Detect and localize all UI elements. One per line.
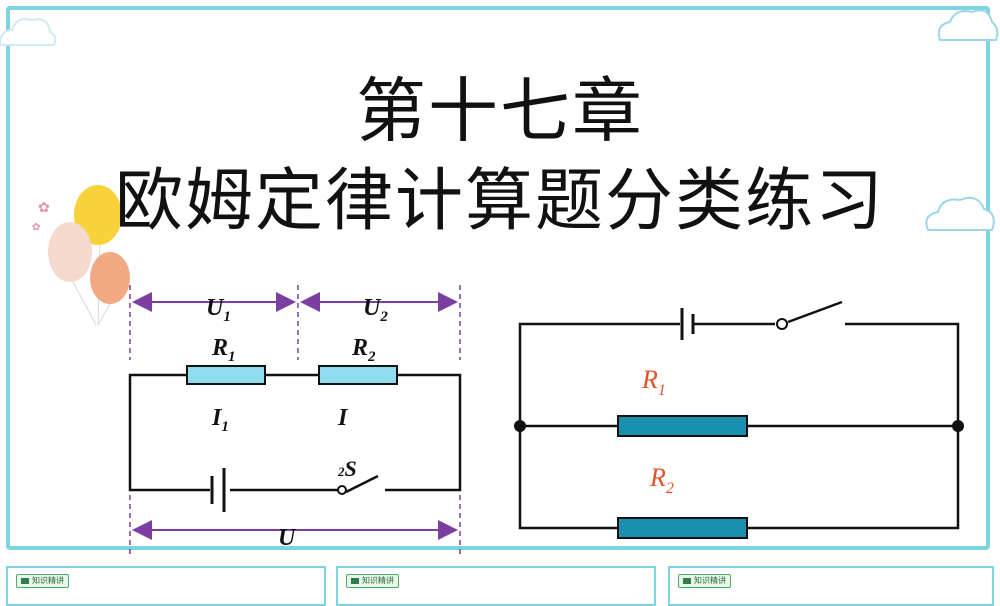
cloud-decoration-top xyxy=(937,9,999,41)
label-u1: U1 xyxy=(206,295,231,325)
switch-contact xyxy=(337,485,347,495)
svg-text:✿: ✿ xyxy=(38,201,50,216)
slide-thumbnail[interactable]: 知识精讲 xyxy=(6,566,326,606)
balloons-decoration: ✿ ✿ xyxy=(32,185,130,326)
voltage-arrows xyxy=(132,292,458,540)
thumbnail-badge: 知识精讲 xyxy=(678,574,731,588)
label-i1: I1 xyxy=(211,405,229,435)
label-u2: U2 xyxy=(363,295,388,325)
parallel-label-r1: R1 xyxy=(641,365,666,399)
parallel-switch-contact xyxy=(776,318,788,330)
parallel-resistor-r2 xyxy=(617,517,748,539)
parallel-battery-symbol xyxy=(680,308,695,340)
slide-frame xyxy=(6,6,990,550)
resistor-r1 xyxy=(186,365,266,385)
label-i: I xyxy=(337,405,349,431)
thumbnail-badge: 知识精讲 xyxy=(16,574,69,588)
cloud-decoration-right xyxy=(925,196,995,231)
cloud-decoration-left xyxy=(0,18,57,46)
label-u: U xyxy=(278,525,297,551)
parallel-label-r2: R2 xyxy=(649,463,674,497)
badge-icon xyxy=(351,577,359,584)
slide-title-chapter: 第十七章 xyxy=(356,70,644,152)
slide-thumbnail-strip: 知识精讲 知识精讲 知识精讲 xyxy=(0,558,1000,606)
thumbnail-badge: 知识精讲 xyxy=(346,574,399,588)
junction-right xyxy=(952,420,964,432)
label-r2: R2 xyxy=(351,335,376,365)
svg-text:✿: ✿ xyxy=(32,222,40,233)
series-circuit-diagram: U1 U2 R1 R2 I1 I 2S U xyxy=(128,285,462,555)
dimension-guides xyxy=(129,285,461,555)
slide-title-topic: 欧姆定律计算题分类练习 xyxy=(114,162,885,241)
parallel-resistor-r1 xyxy=(617,415,748,437)
circuit-wires xyxy=(128,373,462,494)
parallel-circuit-diagram: R1 R2 xyxy=(514,300,964,539)
parallel-wires xyxy=(518,300,960,530)
battery-symbol xyxy=(210,468,226,512)
slide-thumbnail[interactable]: 知识精讲 xyxy=(336,566,656,606)
badge-icon xyxy=(683,577,691,584)
junction-left xyxy=(514,420,526,432)
badge-icon xyxy=(21,577,29,584)
slide-thumbnail[interactable]: 知识精讲 xyxy=(668,566,994,606)
resistor-r2 xyxy=(318,365,398,385)
label-r1: R1 xyxy=(211,335,236,365)
label-s: 2S xyxy=(337,456,357,481)
